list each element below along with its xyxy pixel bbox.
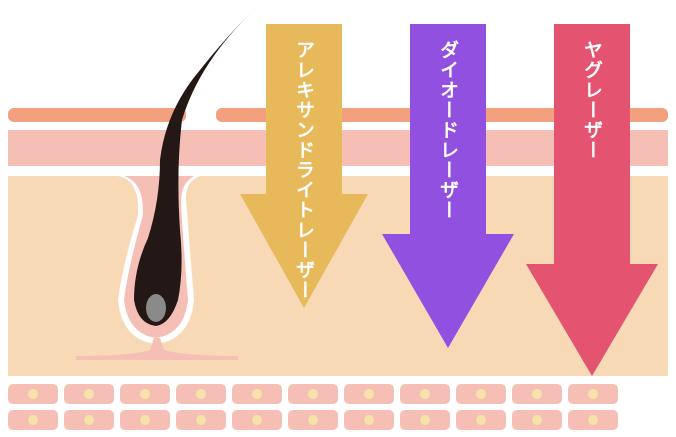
cell-nucleus bbox=[28, 389, 38, 399]
cell-nucleus bbox=[308, 415, 318, 425]
alexandrite-laser-arrow: アレキサンドライトレーザー bbox=[240, 24, 368, 308]
cell-nucleus bbox=[532, 389, 542, 399]
hair-shaft bbox=[134, 6, 258, 326]
cell-nucleus bbox=[532, 415, 542, 425]
cell-nucleus bbox=[420, 415, 430, 425]
cell-nucleus bbox=[84, 389, 94, 399]
cell-nucleus bbox=[476, 415, 486, 425]
cell-nucleus bbox=[420, 389, 430, 399]
cell-nucleus bbox=[84, 415, 94, 425]
cell-nucleus bbox=[252, 415, 262, 425]
subcutaneous-cells bbox=[8, 384, 618, 430]
cell-nucleus bbox=[28, 415, 38, 425]
alexandrite-laser-label: アレキサンドライトレーザー bbox=[293, 40, 315, 300]
cell-nucleus bbox=[196, 415, 206, 425]
cell-nucleus bbox=[588, 415, 598, 425]
cell-nucleus bbox=[476, 389, 486, 399]
cell-nucleus bbox=[588, 389, 598, 399]
cell-nucleus bbox=[364, 389, 374, 399]
cell-nucleus bbox=[252, 389, 262, 399]
cell-nucleus bbox=[196, 389, 206, 399]
cell-nucleus bbox=[364, 415, 374, 425]
yag-laser-label: ヤグレーザー bbox=[581, 40, 603, 160]
dermal-papilla bbox=[146, 294, 166, 322]
cell-nucleus bbox=[308, 389, 318, 399]
cell-nucleus bbox=[140, 415, 150, 425]
diode-laser-arrow: ダイオードレーザー bbox=[382, 24, 514, 348]
yag-laser-arrow: ヤグレーザー bbox=[526, 24, 658, 376]
cell-nucleus bbox=[140, 389, 150, 399]
diode-laser-label: ダイオードレーザー bbox=[437, 39, 459, 220]
